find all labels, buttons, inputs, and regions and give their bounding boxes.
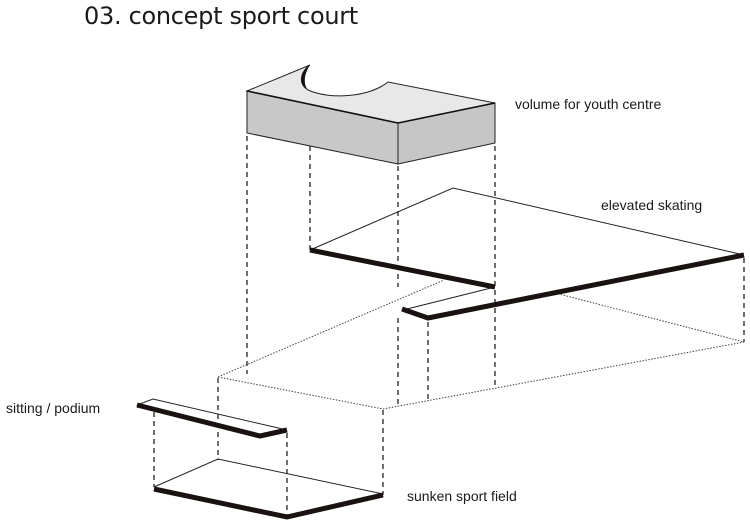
label-sunken-sport-field: sunken sport field: [407, 488, 517, 504]
ground-outline: [217, 279, 745, 410]
elevated-skating: [309, 187, 745, 321]
label-volume-youth-centre: volume for youth centre: [515, 96, 662, 112]
label-elevated-skating: elevated skating: [601, 197, 703, 213]
sunken-sport-field: [153, 458, 384, 520]
diagram-title: 03. concept sport court: [84, 2, 358, 30]
volume-notch-shadow: [301, 65, 310, 90]
projection-lines: [153, 136, 745, 515]
sitting-podium: [136, 398, 288, 439]
label-sitting-podium: sitting / podium: [6, 400, 101, 416]
volume-youth-centre: [245, 64, 496, 165]
